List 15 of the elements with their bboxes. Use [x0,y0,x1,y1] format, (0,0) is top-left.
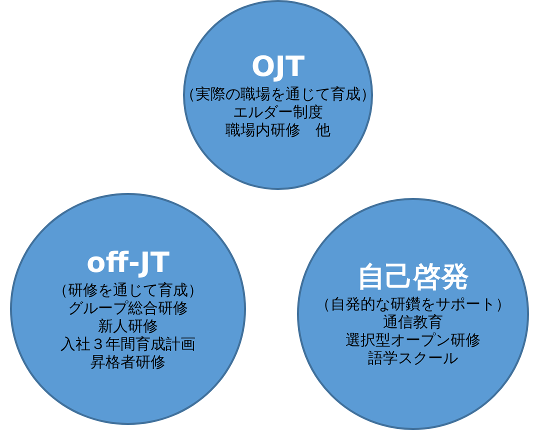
circle-text: 選択型オープン研修 [346,331,480,350]
circle-text: 昇格者研修 [90,353,166,372]
circle-title: 自己啓発 [357,260,469,294]
circle-text: 通信教育 [383,313,443,332]
circle-text: （自発的な研鑽をサポート） [316,295,510,314]
circle-text: 職場内研修 他 [226,121,330,140]
circle-text: 入社３年間育成計画 [60,335,196,354]
circle-text: 新人研修 [98,317,158,336]
circle-title: OJT [251,50,305,84]
circle-text: グループ総合研修 [68,299,188,318]
circle-text: 語学スクール [368,349,458,368]
circle-text: （実際の職場を通じて育成） [180,85,376,104]
circle-text: エルダー制度 [233,103,323,122]
circle-title: off-JT [86,246,170,280]
circle-text: （研修を通じて育成） [53,281,203,300]
